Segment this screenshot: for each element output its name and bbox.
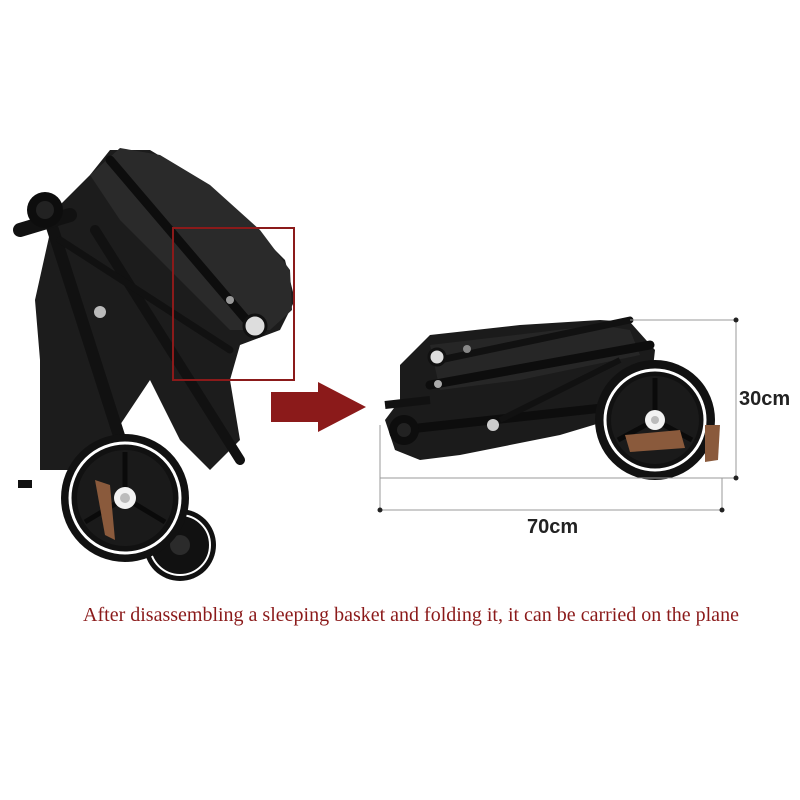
- arrow-right-icon: [271, 382, 366, 432]
- detail-highlight-box: [172, 227, 295, 381]
- folded-stroller-flat: [384, 316, 720, 480]
- dimension-lines: [377, 317, 739, 513]
- width-dimension-label: 70cm: [527, 516, 579, 538]
- height-dimension-label: 30cm: [739, 388, 791, 410]
- folded-stroller-upright: [13, 148, 295, 581]
- caption-text: After disassembling a sleeping basket an…: [83, 604, 739, 626]
